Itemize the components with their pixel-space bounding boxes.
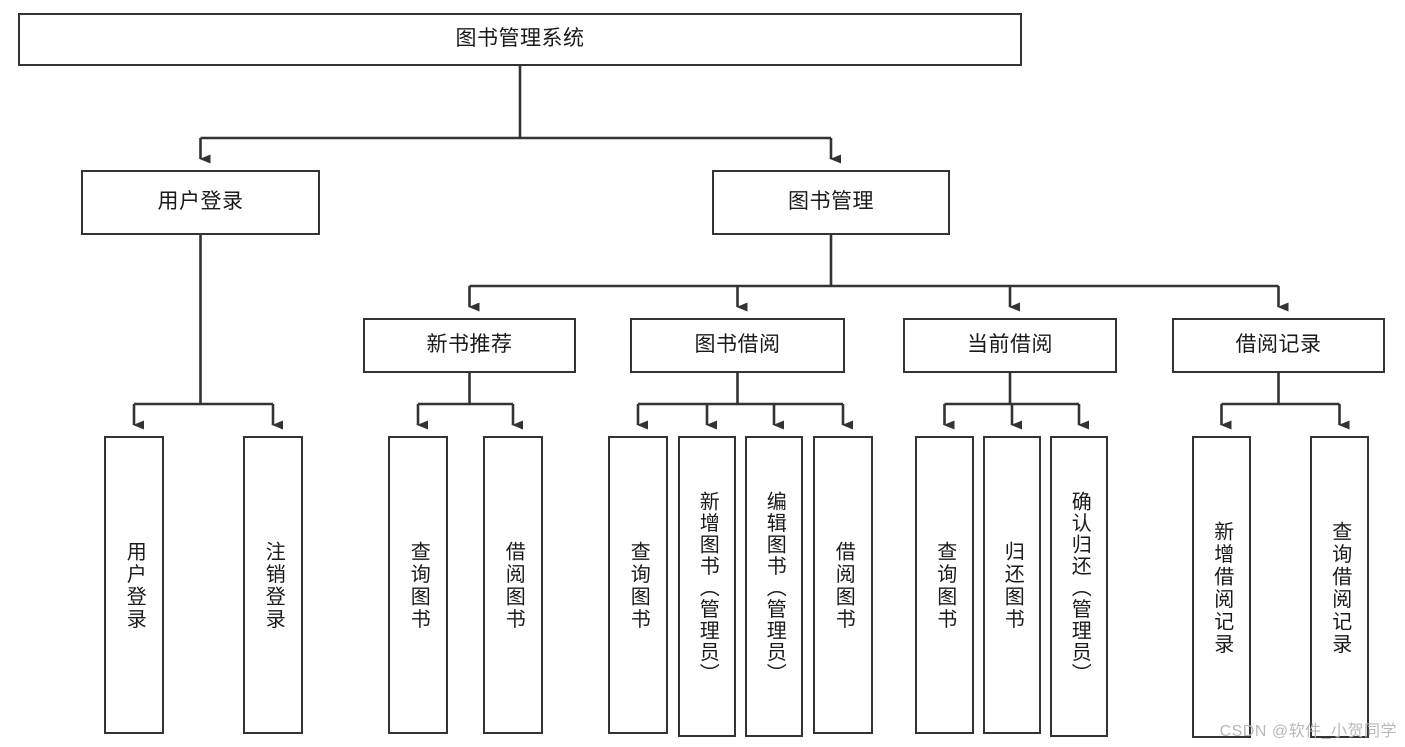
node-leaf-query-book-2[interactable]: 查询图书: [608, 436, 668, 734]
node-label: 查询图书: [627, 541, 650, 631]
node-label: 新增图书（管理员）: [696, 490, 719, 685]
node-leaf-borrow-book-2[interactable]: 借阅图书: [813, 436, 873, 734]
node-label: 用户登录: [123, 541, 146, 631]
node-label: 图书管理: [788, 190, 874, 214]
node-current-borrow[interactable]: 当前借阅: [903, 318, 1117, 373]
node-label: 注销登录: [262, 541, 285, 631]
node-label: 借阅记录: [1235, 333, 1322, 357]
node-leaf-query-book-3[interactable]: 查询图书: [915, 436, 974, 734]
node-leaf-add-book[interactable]: 新增图书（管理员）: [678, 436, 736, 737]
node-leaf-add-record[interactable]: 新增借阅记录: [1192, 436, 1251, 738]
node-leaf-borrow-book-1[interactable]: 借阅图书: [483, 436, 543, 734]
node-leaf-query-record[interactable]: 查询借阅记录: [1310, 436, 1369, 738]
node-leaf-query-book-1[interactable]: 查询图书: [388, 436, 448, 734]
node-root[interactable]: 图书管理系统: [18, 13, 1022, 66]
node-new-book-recommend[interactable]: 新书推荐: [363, 318, 576, 373]
node-label: 用户登录: [157, 190, 244, 214]
node-label: 图书借阅: [694, 333, 781, 357]
node-label: 借阅图书: [502, 541, 525, 631]
node-leaf-user-logout[interactable]: 注销登录: [243, 436, 303, 734]
node-label: 当前借阅: [967, 333, 1053, 357]
node-label: 查询图书: [933, 541, 956, 631]
node-label: 确认归还（管理员）: [1068, 490, 1091, 685]
node-label: 图书管理系统: [455, 27, 585, 51]
node-label: 查询借阅记录: [1328, 520, 1351, 656]
node-leaf-user-login[interactable]: 用户登录: [104, 436, 164, 734]
node-label: 借阅图书: [832, 541, 855, 631]
node-book-manage[interactable]: 图书管理: [712, 170, 950, 235]
node-leaf-return-book[interactable]: 归还图书: [983, 436, 1041, 734]
node-label: 查询图书: [407, 541, 430, 631]
node-borrow-record[interactable]: 借阅记录: [1172, 318, 1385, 373]
node-label: 新增借阅记录: [1210, 520, 1233, 656]
node-user-login[interactable]: 用户登录: [81, 170, 320, 235]
node-label: 新书推荐: [426, 333, 513, 357]
node-leaf-confirm-return[interactable]: 确认归还（管理员）: [1050, 436, 1108, 737]
node-leaf-edit-book[interactable]: 编辑图书（管理员）: [745, 436, 803, 737]
node-label: 编辑图书（管理员）: [763, 490, 786, 685]
node-label: 归还图书: [1001, 541, 1024, 631]
node-book-borrow[interactable]: 图书借阅: [630, 318, 845, 373]
